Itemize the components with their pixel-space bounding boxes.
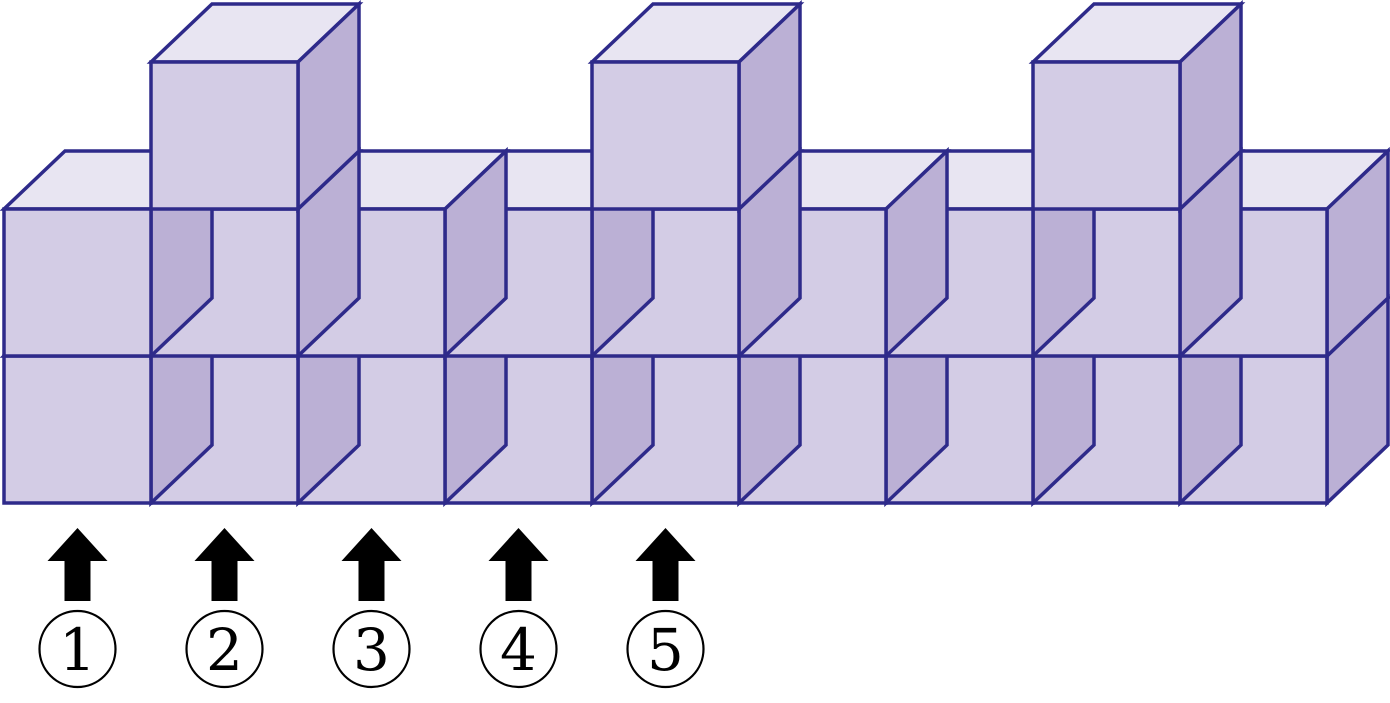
marker-3: 3 <box>332 528 411 689</box>
marker-circle <box>185 609 264 689</box>
marker-5: 5 <box>626 528 705 689</box>
arrow-up-icon <box>341 528 402 601</box>
arrow-up-icon <box>488 528 549 601</box>
marker-circle <box>332 609 411 689</box>
cube-front-face <box>1031 60 1182 211</box>
marker-label: 3 <box>353 616 390 684</box>
cube-front-face <box>149 60 300 211</box>
marker-circle <box>626 609 705 689</box>
marker-label: 1 <box>59 616 96 684</box>
marker-label: 4 <box>500 616 537 684</box>
cube-front-face <box>590 60 741 211</box>
arrow-up-icon <box>194 528 255 601</box>
marker-4: 4 <box>479 528 558 689</box>
marker-circle <box>479 609 558 689</box>
view-markers: 1 2 3 4 5 <box>38 528 705 689</box>
marker-label: 5 <box>647 616 684 684</box>
marker-1: 1 <box>38 528 117 689</box>
cube-row3-col5 <box>587 0 805 214</box>
marker-2: 2 <box>185 528 264 689</box>
cube-row3-col2 <box>146 0 364 214</box>
cube-front-face <box>2 207 153 358</box>
marker-label: 2 <box>206 616 243 684</box>
cube-row3-col8 <box>1028 0 1246 214</box>
arrow-up-icon <box>635 528 696 601</box>
cube-front-face <box>2 354 153 505</box>
cube-stack <box>0 0 1390 508</box>
marker-circle <box>38 609 117 689</box>
arrow-up-icon <box>47 528 108 601</box>
